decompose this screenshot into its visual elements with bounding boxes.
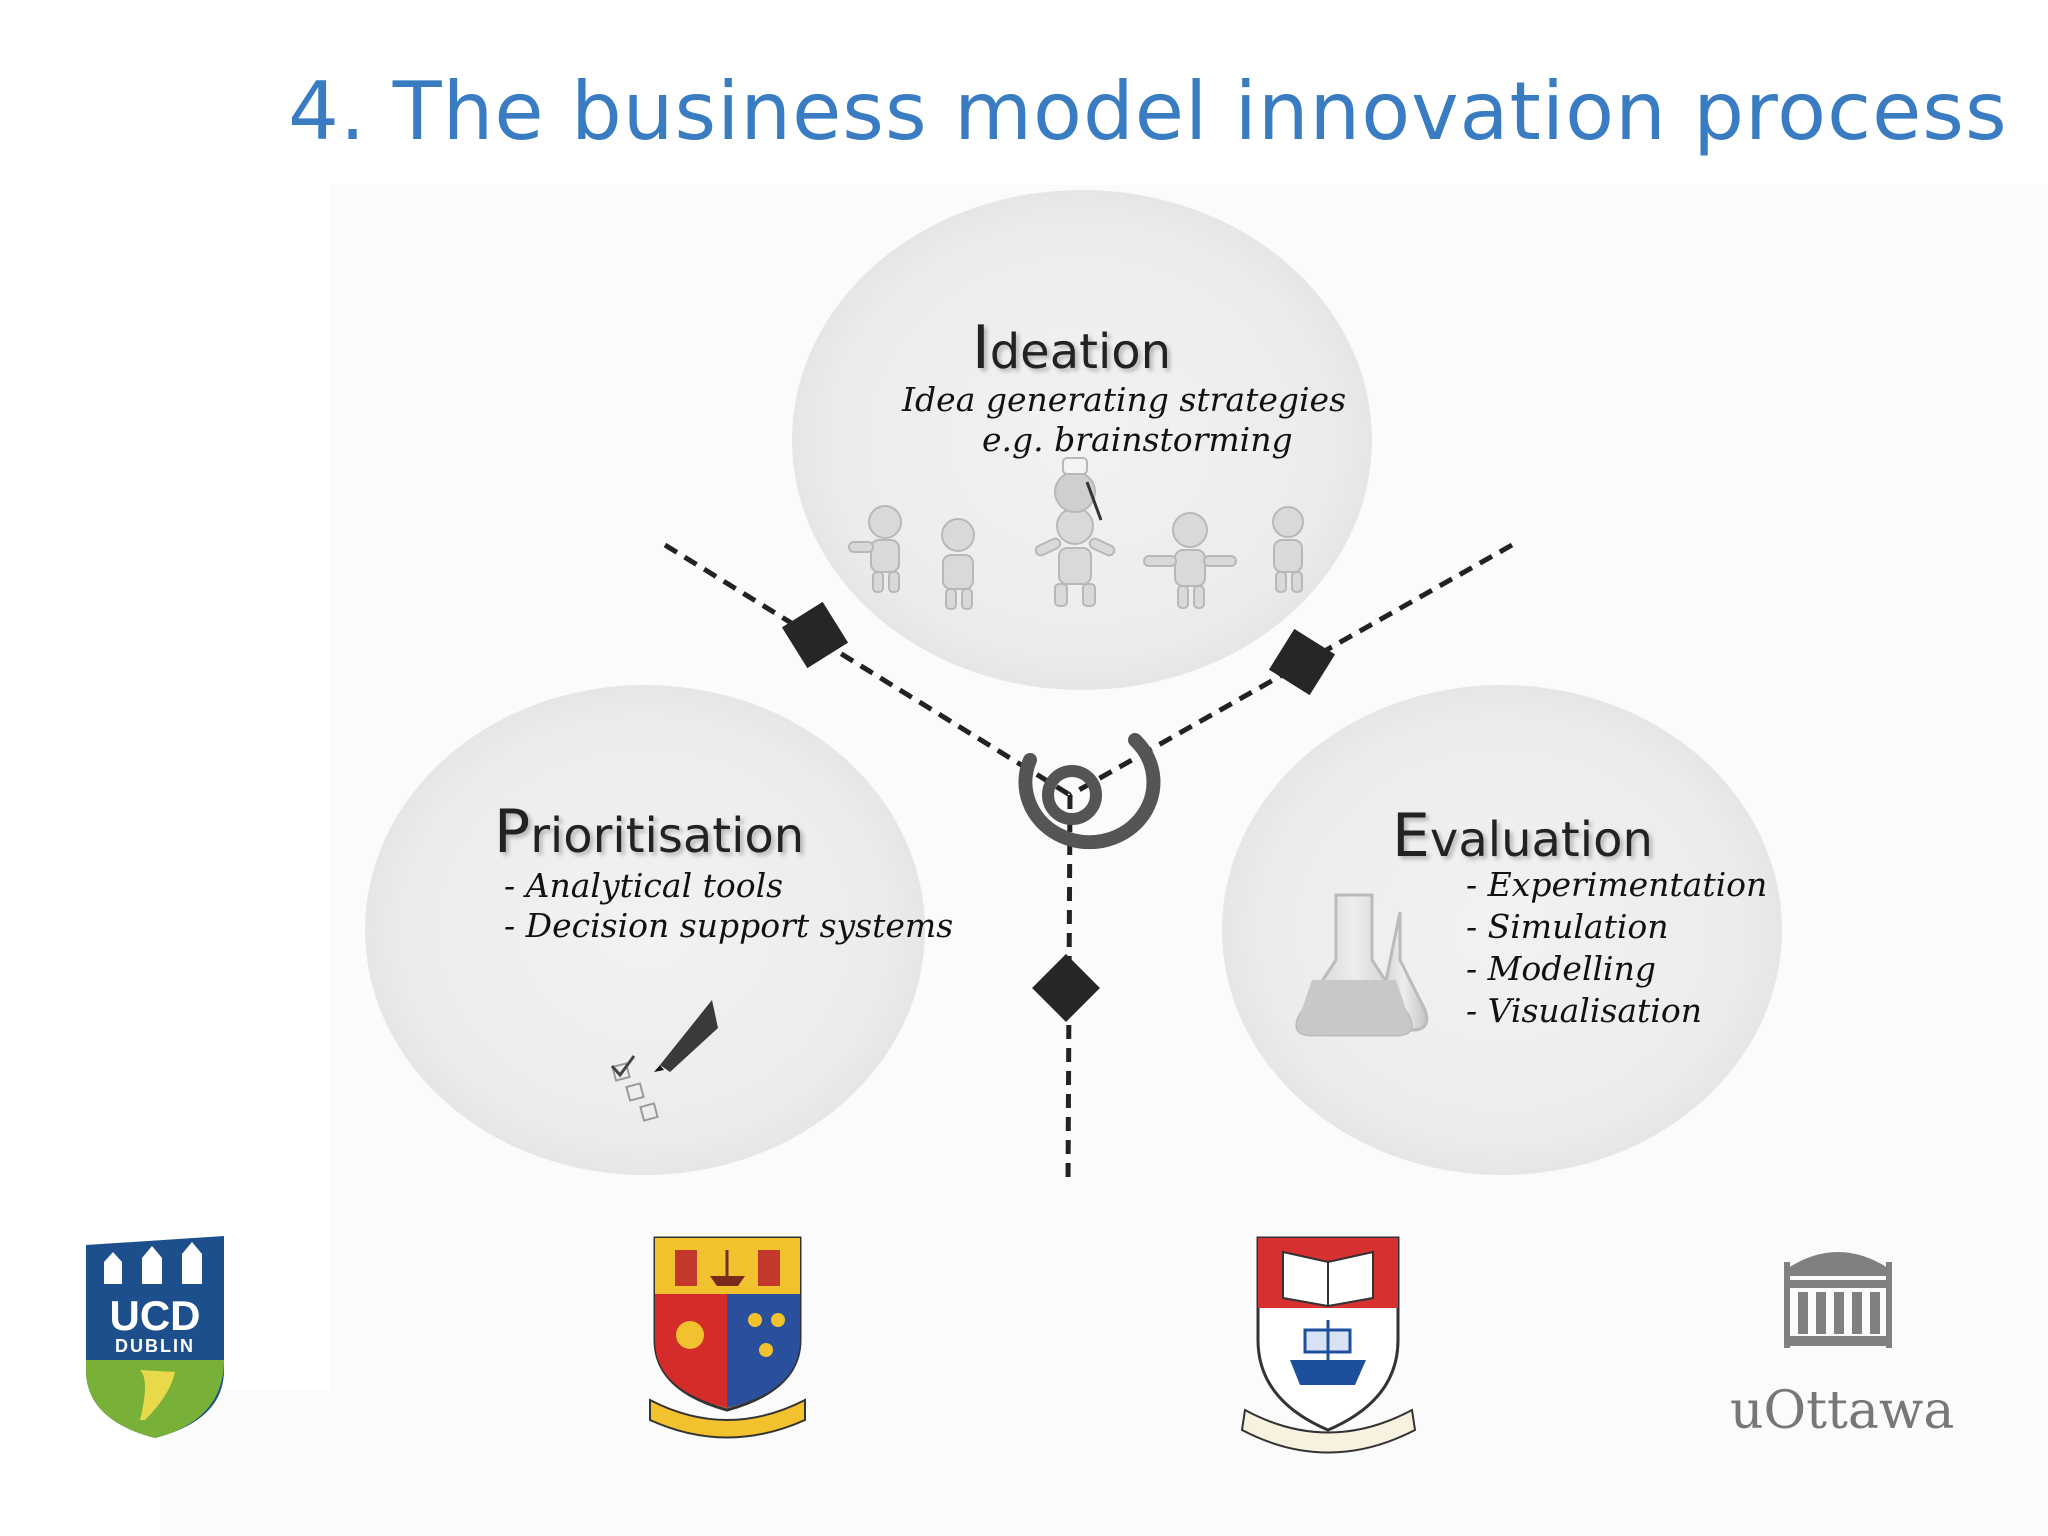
university-crest-logo (649, 1236, 806, 1439)
logo-strip-background (160, 1390, 2048, 1536)
ucd-dublin-logo: UCD DUBLIN (86, 1236, 224, 1438)
prioritisation-circle (365, 685, 925, 1175)
ideation-description: Idea generating strategies e.g. brainsto… (902, 380, 1346, 460)
evaluation-initial: E (1392, 801, 1430, 871)
uottawa-logo (1784, 1252, 1892, 1348)
ideation-line: Idea generating strategies (902, 380, 1347, 419)
prioritisation-line: - Decision support systems (504, 906, 954, 945)
uottawa-wordmark: uOttawa (1730, 1381, 1955, 1441)
galway-crest-logo (1240, 1236, 1417, 1454)
checklist-pen-icon (610, 1000, 718, 1122)
slide-title: 4. The business model innovation process (288, 65, 2008, 158)
evaluation-line: - Visualisation (1466, 991, 1702, 1030)
flasks-icon (1295, 893, 1429, 1037)
ideation-heading: Ideation (972, 318, 1171, 378)
evaluation-line: - Simulation (1466, 907, 1669, 946)
ideation-heading-rest: deation (989, 324, 1172, 380)
prioritisation-heading: Prioritisation (494, 802, 804, 862)
ideation-line: e.g. brainstorming (982, 420, 1293, 459)
prioritisation-line: - Analytical tools (504, 866, 784, 905)
prioritisation-description: - Analytical tools - Decision support sy… (504, 866, 953, 946)
prioritisation-heading-rest: rioritisation (530, 808, 805, 864)
evaluation-description: - Experimentation - Simulation - Modelli… (1466, 864, 1767, 1032)
people-figures-icon (848, 457, 1304, 610)
evaluation-circle (1222, 685, 1782, 1175)
evaluation-heading: Evaluation (1392, 806, 1653, 866)
spiral-icon (1018, 733, 1161, 850)
svg-text:DUBLIN: DUBLIN (115, 1336, 195, 1356)
ideation-initial: I (972, 313, 990, 383)
evaluation-line: - Modelling (1466, 949, 1656, 988)
evaluation-heading-rest: valuation (1429, 812, 1653, 868)
prioritisation-initial: P (494, 797, 531, 867)
svg-text:UCD: UCD (110, 1292, 201, 1339)
evaluation-line: - Experimentation (1466, 865, 1768, 904)
